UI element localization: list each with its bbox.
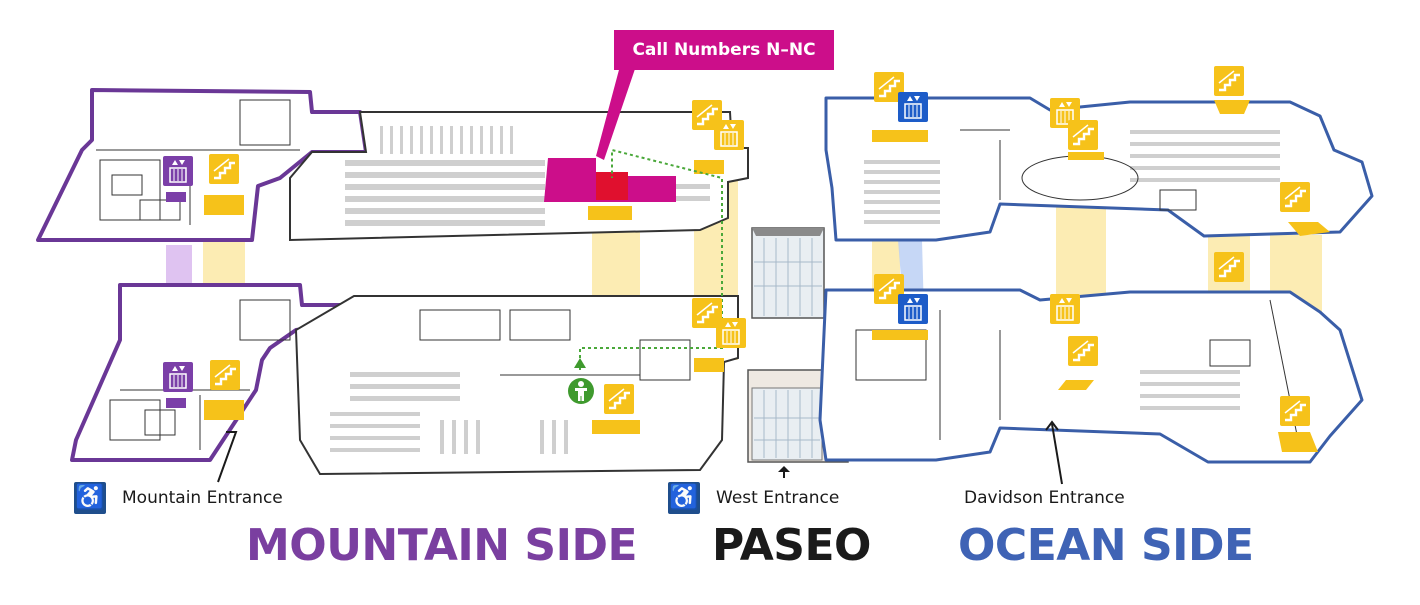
stair-landing-ocean-upper [872,130,928,142]
lower-ocean-shelves [1140,370,1240,410]
lower-mountain-rooms [109,299,291,450]
upper-mountain-rooms [96,99,300,225]
stairs-icon [604,384,634,414]
stairs-icon [1068,336,1098,366]
lower-central-rooms [419,309,691,381]
stair-landing-mountain-upper [204,195,244,215]
stair-landing-paseo-upper [694,160,724,174]
stair-landing-ocean-upper-c [1214,100,1250,114]
lower-stack-shelves [330,372,568,454]
route-path [579,148,723,370]
stairs-icon [1280,396,1310,426]
mountain-side-label: MOUNTAIN SIDE [246,520,638,571]
call-number-area-focus [596,172,628,200]
stairs-icon [1068,120,1098,150]
stairs-icon [210,360,240,390]
paseo-building-upper [751,227,825,319]
stair-landing-ocean-lower-b [1058,380,1094,390]
elevator-icon [163,156,193,186]
stairs-icon [1214,252,1244,282]
elevator-icon [898,92,928,122]
upper-ocean-shelves [864,130,1280,224]
mountain-entrance-label: Mountain Entrance [122,488,283,508]
stair-landing-ocean-upper-d [1288,222,1330,236]
person-icon [568,378,594,404]
elevator-icon [898,294,928,324]
callout-pointer [596,66,636,160]
elevator-landing-mountain-upper [166,192,186,202]
paseo-label: PASEO [712,520,871,571]
stair-landing-ocean-lower [872,330,928,340]
elevator-landing-mountain-lower [166,398,186,408]
elevator-icon [163,362,193,392]
stairs-icon [209,154,239,184]
elevator-icon [714,120,744,150]
elevator-icon [716,318,746,348]
stairs-icon [1280,182,1310,212]
stair-landing-ocean-lower-c [1278,432,1318,452]
west-entrance-label: West Entrance [716,488,840,508]
stair-landing-mountain-lower [204,400,244,420]
wheelchair-icon: ♿ [74,482,106,514]
call-numbers-callout: Call Numbers N–NC [614,30,834,70]
davidson-entrance-label: Davidson Entrance [964,488,1125,508]
stair-landing-paseo-lower [694,358,724,372]
stair-landing-center-upper [588,206,632,220]
ocean-side-label: OCEAN SIDE [958,520,1254,571]
stair-landing-ocean-upper-b [1068,152,1104,160]
mountain-entrance-arrow [217,431,238,483]
elevator-icon [1050,294,1080,324]
route-start-arrow [574,358,586,368]
upper-floor [36,88,1374,319]
stair-landing-center-lower [592,420,640,434]
upper-floor-mountain-wing [36,88,368,242]
lower-floor-ocean-wing [818,288,1364,464]
wheelchair-icon: ♿ [668,482,700,514]
stairs-icon [1214,66,1244,96]
davidson-entrance-arrow [1045,420,1063,485]
